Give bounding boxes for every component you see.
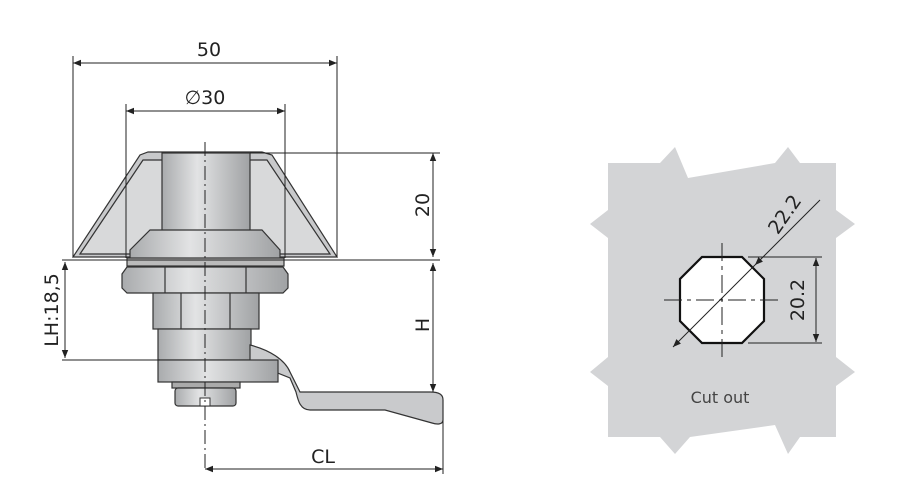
dim-width-label: 50 — [197, 39, 221, 61]
body-hex — [152, 292, 260, 330]
cutout-diagram: 22.2 20.2 Cut out — [590, 147, 855, 454]
plug-cylinder — [161, 152, 251, 234]
cam-lock-side-view: 50 ∅30 20 H LH:18,5 CL — [41, 39, 444, 474]
dim-h-label: H — [412, 318, 434, 332]
cam-plate — [157, 359, 279, 383]
knurled-nut — [171, 381, 241, 389]
dim-lh-label: LH:18,5 — [41, 273, 63, 347]
cam-arm — [249, 344, 444, 425]
dim-width-cutout-label: 20.2 — [787, 279, 809, 321]
dim-cl-label: CL — [311, 446, 335, 468]
cutout-caption: Cut out — [691, 388, 750, 407]
dim-diameter-label: ∅30 — [185, 87, 226, 109]
dim-height-label: 20 — [412, 193, 434, 217]
